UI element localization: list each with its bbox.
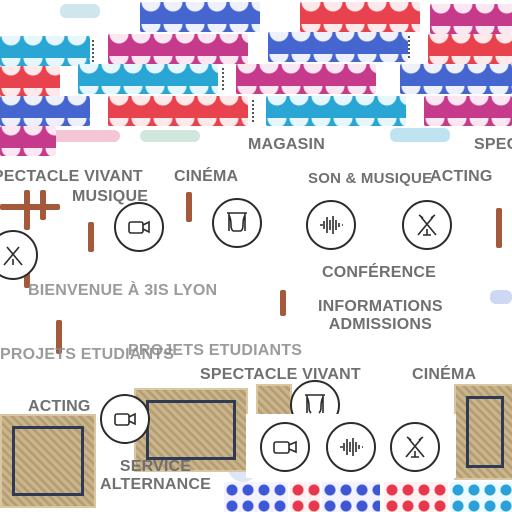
dotted-rug <box>322 482 380 512</box>
decor-stripe <box>140 130 200 142</box>
nav-alternance-label: ALTERNANCE <box>100 476 212 493</box>
decor-stripe <box>60 4 100 18</box>
rug-tile <box>0 96 90 126</box>
crossed-spotlights-icon[interactable] <box>0 230 38 280</box>
sound-wave-icon[interactable] <box>306 200 356 250</box>
nav-admissions-label: ADMISSIONS <box>328 316 433 333</box>
film-camera-icon[interactable] <box>260 422 310 472</box>
welcome-banner: BIENVENUE À 3IS LYON <box>28 282 218 299</box>
nav-informations-label: INFORMATIONS <box>318 298 443 315</box>
jute-border <box>12 426 84 496</box>
dotted-rug <box>450 482 512 512</box>
rug-fringe <box>92 40 102 62</box>
nav-magasin[interactable]: MAGASIN <box>248 136 325 153</box>
nav-spectacle-vivant-bottom[interactable]: SPECTACLE VIVANT <box>200 366 361 383</box>
rug-tile <box>266 96 406 126</box>
copper-pole <box>280 290 286 316</box>
nav-acting[interactable]: ACTING <box>430 168 493 185</box>
decor-stripe <box>390 128 450 142</box>
rug-tile <box>428 34 512 64</box>
nav-conference[interactable]: CONFÉRENCE <box>322 264 437 281</box>
copper-pole <box>56 320 62 354</box>
nav-informations-admissions[interactable]: INFORMATIONS ADMISSIONS <box>318 298 443 334</box>
rug-tile <box>0 126 56 156</box>
jute-border <box>466 396 504 468</box>
nav-service-label: SERVICE <box>119 458 192 475</box>
film-camera-icon[interactable] <box>114 202 164 252</box>
rug-tile <box>236 64 376 94</box>
crossed-spotlights-icon[interactable] <box>402 200 452 250</box>
nav-son-musique[interactable]: SON & MUSIQUE <box>308 170 433 187</box>
rug-tile <box>0 66 60 96</box>
decor-stripe <box>490 290 512 304</box>
rug-tile <box>424 96 512 126</box>
dotted-rug <box>290 482 320 512</box>
rug-fringe <box>408 36 418 58</box>
rug-tile <box>0 36 90 66</box>
nav-spectacle-vivant[interactable]: SPECTACLE VIVANT <box>0 168 143 185</box>
jute-rug <box>256 384 292 418</box>
nav-cinema-bottom[interactable]: CINÉMA <box>412 366 477 383</box>
copper-pole <box>88 222 94 252</box>
jute-rug <box>0 414 96 508</box>
rug-fringe <box>252 100 262 122</box>
nav-projets-etudiants-shadow: PROJETS ETUDIANTS <box>128 342 303 359</box>
rug-tile <box>140 2 260 32</box>
crossed-spotlights-icon[interactable] <box>390 422 440 472</box>
jute-border <box>146 400 236 460</box>
nav-acting-bottom[interactable]: ACTING <box>28 398 91 415</box>
film-camera-icon[interactable] <box>100 394 150 444</box>
nav-service-alternance[interactable]: SERVICE ALTERNANCE <box>100 458 211 494</box>
copper-pole <box>0 204 60 210</box>
nav-cinema[interactable]: CINÉMA <box>174 168 239 185</box>
copper-pole <box>496 208 502 248</box>
sound-wave-icon[interactable] <box>326 422 376 472</box>
copper-pole <box>24 190 30 230</box>
rug-tile <box>300 2 420 32</box>
theatre-curtain-icon[interactable] <box>212 198 262 248</box>
nav-spec-partial[interactable]: SPEC <box>474 136 512 153</box>
copper-pole <box>186 192 192 222</box>
nav-musique[interactable]: MUSIQUE <box>72 188 149 205</box>
rug-tile <box>268 32 408 62</box>
rug-tile <box>430 4 512 34</box>
rug-tile <box>108 34 248 64</box>
rug-tile <box>78 64 218 94</box>
jute-rug <box>454 384 512 480</box>
dotted-rug <box>224 482 288 512</box>
nav-projets-etudiants[interactable]: PROJETS ETUDIANTS <box>0 346 175 363</box>
dotted-rug <box>384 482 448 512</box>
rug-fringe <box>222 68 232 90</box>
rug-tile <box>400 64 512 94</box>
rug-tile <box>108 96 248 126</box>
